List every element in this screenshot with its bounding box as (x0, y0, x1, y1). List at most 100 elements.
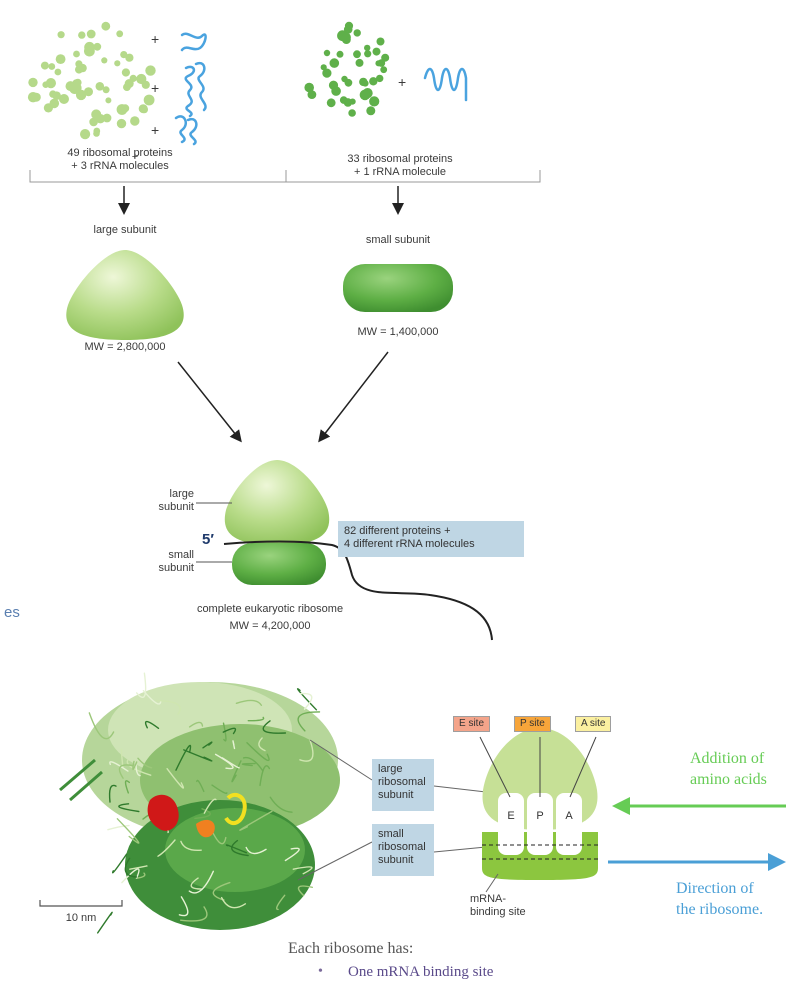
plus-sign-4: + (398, 74, 407, 90)
protein-dot (114, 60, 121, 67)
protein-dot (364, 50, 372, 58)
structure-strand (180, 840, 202, 852)
small-box-line1: small (378, 828, 404, 840)
structure-strand (211, 784, 228, 795)
protein-dot (307, 90, 317, 99)
protein-dot (59, 94, 69, 104)
protein-dot (380, 66, 388, 74)
structure-strand (212, 881, 231, 901)
a-site-slot (556, 793, 582, 855)
direction-arrow-head (768, 853, 786, 871)
protein-dot (344, 21, 354, 30)
large-box-line2: ribosomal (378, 776, 426, 788)
structure-strand (188, 721, 204, 728)
structure-strand (118, 803, 140, 813)
complete-mw: MW = 4,200,000 (229, 620, 311, 632)
direction-label-line2: the ribosome. (676, 901, 764, 918)
protein-dot (27, 92, 39, 103)
structure-strand (175, 744, 192, 771)
protein-dot (381, 53, 390, 62)
a-site-tag: A site (575, 716, 612, 732)
protein-dot (116, 118, 127, 129)
protein-dot (40, 61, 49, 70)
complete-small-subunit-shape (232, 543, 326, 585)
protein-dot (329, 58, 340, 68)
bullet-glyph: • (318, 964, 323, 979)
protein-dot (101, 21, 111, 31)
structure-strand (232, 740, 236, 750)
structure-strand (299, 739, 314, 762)
protein-dot (349, 98, 356, 105)
info-box: 82 different proteins + 4 different rRNA… (338, 521, 524, 557)
structure-strand (245, 846, 267, 855)
complete-large-label-line1: large (169, 488, 194, 500)
structure-strand (242, 756, 264, 772)
protein-dot (369, 77, 378, 86)
protein-dot (93, 130, 100, 137)
protein-dot (353, 29, 361, 37)
large-box-line3: subunit (378, 789, 414, 801)
structure-strand (142, 690, 162, 705)
complete-small-label-line2: subunit (158, 562, 194, 574)
addition-label-line1: Addition of (690, 750, 765, 767)
structure-strand (247, 716, 265, 722)
structure-strand (129, 865, 148, 870)
protein-dot (102, 86, 110, 94)
protein-dot (355, 58, 364, 67)
large-subunit-shape (66, 250, 184, 340)
protein-dot (45, 78, 57, 89)
structure-strand (258, 737, 266, 752)
protein-dot (55, 54, 66, 64)
protein-dot (369, 96, 380, 107)
complete-large-label-line2: subunit (158, 501, 194, 513)
large-ribosomal-subunit-box: large ribosomal subunit (372, 759, 434, 811)
plus-sign-1: + (151, 31, 160, 47)
protein-dot (323, 49, 331, 57)
e-site-leader (479, 736, 511, 798)
structure-strand (132, 760, 138, 771)
structure-strand (109, 761, 129, 772)
structure-strand (241, 762, 256, 767)
structure-strand (121, 868, 140, 884)
structure-strand (112, 853, 128, 874)
protein-dot (366, 106, 376, 116)
ribosome-3d-structure (59, 672, 340, 934)
structure-strand (107, 824, 130, 831)
structure-strand (97, 911, 113, 934)
protein-dot (130, 116, 140, 126)
protein-dot (84, 41, 95, 53)
plus-sign-2: + (151, 80, 160, 96)
leader-small-box-to-schematic (433, 846, 487, 853)
small-subunit-title: small subunit (365, 234, 431, 246)
mrna-site-leader (485, 873, 499, 893)
protein-dot (362, 80, 369, 87)
structure-strand (296, 688, 318, 711)
protein-dot (75, 60, 83, 68)
protein-dot (121, 68, 130, 77)
protein-dot (364, 44, 371, 52)
rrna-molecule-small (423, 67, 468, 102)
structure-strand (299, 692, 313, 710)
protein-dot (376, 37, 385, 46)
structure-strand (297, 885, 313, 897)
structure-strand (220, 896, 247, 909)
a-slot-letter: A (565, 810, 573, 822)
p-site-tag: P site (514, 716, 551, 732)
protein-dot (331, 86, 341, 96)
protein-dot (372, 47, 381, 56)
structure-strand (155, 699, 181, 715)
structure-strand (194, 808, 211, 820)
cut-off-text: es (4, 604, 20, 621)
five-prime-label: 5′ (202, 531, 214, 548)
protein-dot (344, 78, 353, 87)
structure-strand (188, 870, 214, 894)
structure-strand (135, 764, 141, 777)
protein-dot (145, 65, 156, 76)
structure-strand (222, 722, 227, 742)
bullet-item: One mRNA binding site (348, 964, 494, 980)
protein-dot (101, 57, 108, 64)
structure-strand (108, 784, 117, 803)
structure-strand (120, 748, 124, 768)
structure-strand (118, 764, 134, 779)
